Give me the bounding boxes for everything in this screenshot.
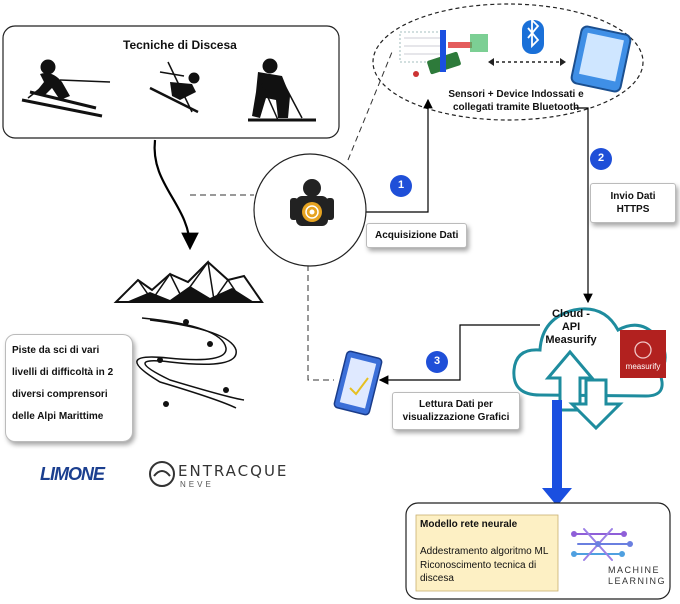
bluetooth-icon [522,17,544,54]
step1-label: Acquisizione Dati [366,223,468,248]
step1-arrow [366,98,433,213]
sensors-caption: Sensori + Device Indossati e collegati t… [448,89,584,113]
ski-slopes-illustration [113,260,264,409]
ml-title: Modello rete neurale [420,519,518,530]
measurify-logo [620,330,666,378]
techniques-to-slopes-arrow [153,139,199,251]
cloud-label: Cloud - API Measurify [545,308,597,346]
athlete-to-tablet-dashed [307,265,334,381]
cloud-to-ml-arrow [542,400,572,506]
step3-arrow [378,324,540,385]
step3-number: 3 [433,355,441,367]
step3-label: Lettura Dati per visualizzazione Grafici [392,392,520,430]
techniques-title: Tecniche di Discesa [123,38,237,52]
ml-line1: Addestramento algoritmo ML [420,546,549,557]
measurify-logo-bulb-icon [634,341,652,359]
smartphone-icon [570,25,632,93]
measurify-logo-text: measurify [625,362,661,371]
entracque-logo-sub: NEVE [180,480,214,489]
skier-upright-icon [248,58,316,122]
athlete-sensor-icon [290,179,334,226]
step1-number: 1 [397,179,405,191]
step2-number: 2 [597,152,605,164]
bluetooth-link-arrow [488,58,566,66]
ml-line2: Riconoscimento tecnica di discesa [420,560,537,584]
entracque-logo: ENTRACQUE [178,462,289,480]
limone-logo: LIMONE [40,464,105,484]
step2-badge [590,148,612,170]
ml-logo-line2: LEARNING [608,576,667,586]
step3-badge [426,351,448,373]
ml-logo-line1: MACHINE [608,565,661,575]
step2-label: Invio Dati HTTPS [590,183,676,223]
skier-racer-icon [21,59,111,118]
slopes-note: Piste da sci di vari livelli di difficol… [5,334,133,442]
ml-note [415,514,559,592]
sensor-board-icon [399,30,488,77]
tablet-icon [333,350,383,416]
step2-arrow [574,107,593,304]
machine-learning-network-icon [571,528,633,561]
step1-badge [390,175,412,197]
skier-tuck-icon [149,61,200,114]
entracque-logo-icon [149,461,175,487]
cloud-download-arrow [568,378,624,431]
cloud-upload-arrow [544,349,596,412]
